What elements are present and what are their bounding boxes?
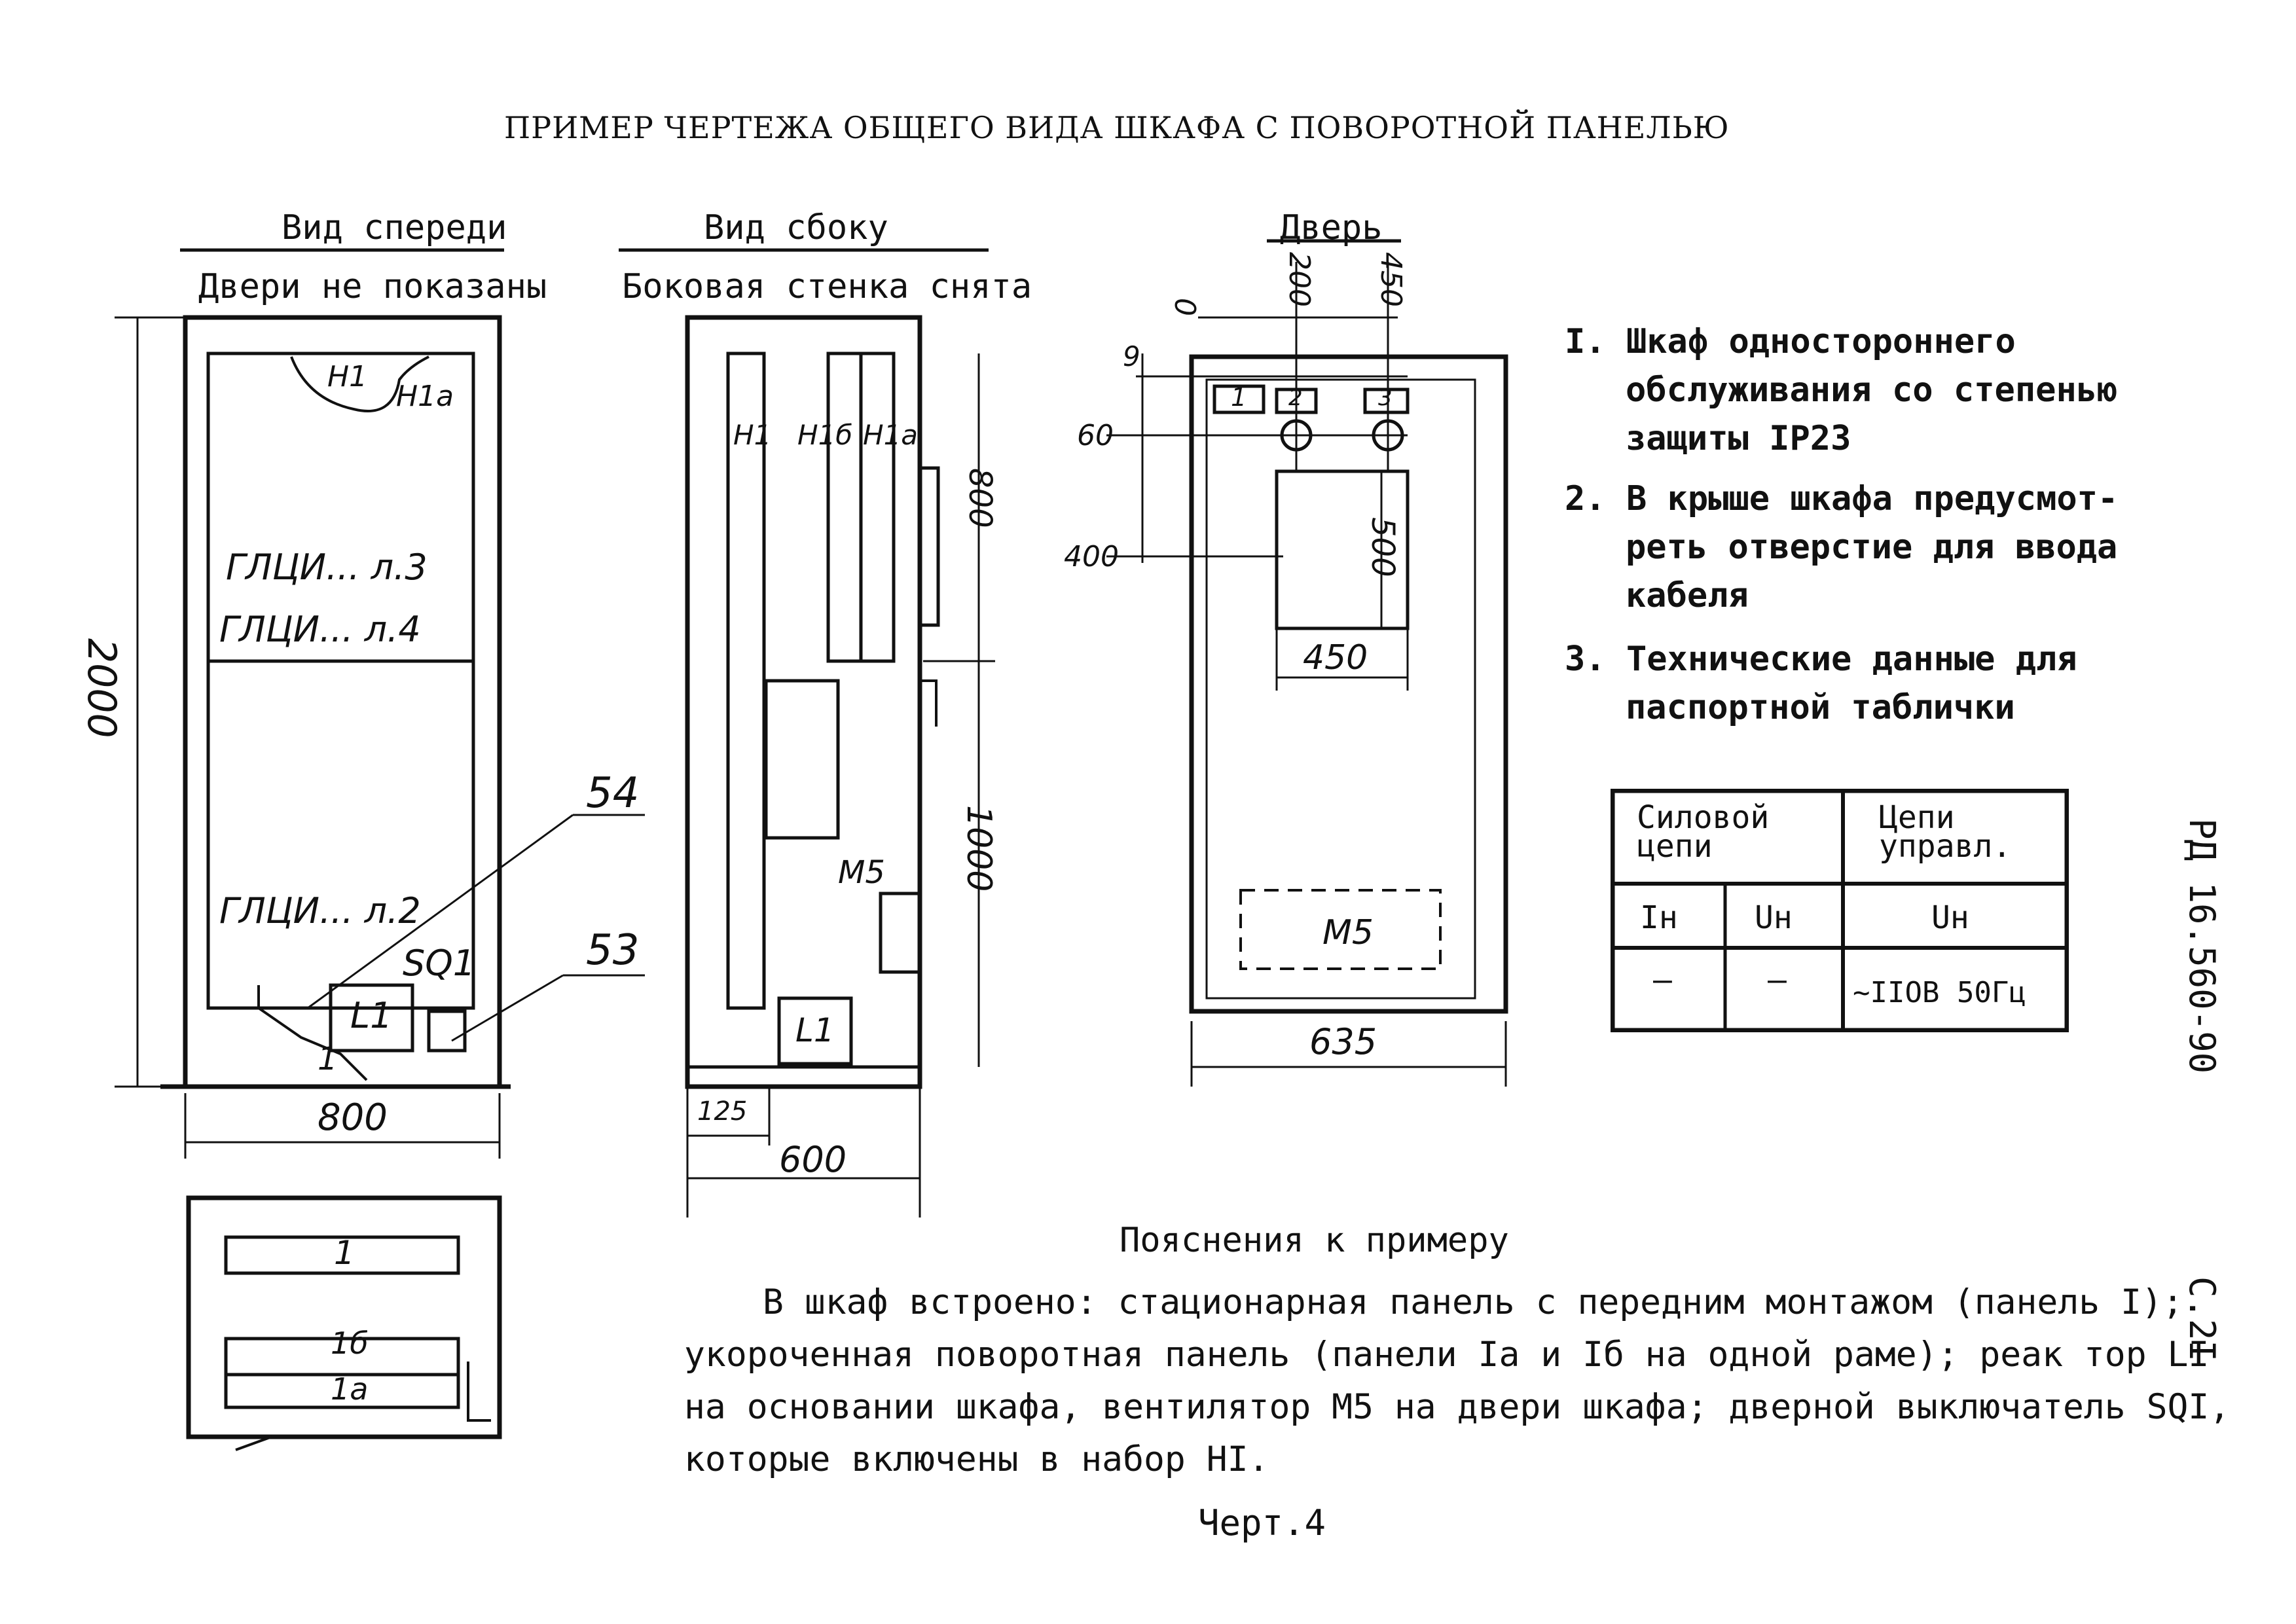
door-label-3: 3 bbox=[1378, 385, 1393, 411]
side-label-h1b: H1б bbox=[797, 419, 853, 451]
table-un-label: Uн bbox=[1755, 899, 1793, 936]
note-3-line-2: паспортной таблички bbox=[1626, 688, 2015, 727]
table-un-ctrl-label: Uн bbox=[1931, 899, 1969, 936]
side-view-subtitle: Боковая стенка снята bbox=[622, 267, 1032, 306]
callout-53: 53 bbox=[586, 926, 640, 975]
dim-front-height: 2000 bbox=[79, 638, 124, 738]
front-sq1-block bbox=[427, 1009, 467, 1053]
dim-door-450-top: 450 bbox=[1374, 252, 1408, 307]
table-un-value: — bbox=[1768, 962, 1787, 998]
explanation-line-2: укороченная поворотная панель (панели Iа… bbox=[684, 1335, 2210, 1375]
side-label-h1: H1 bbox=[733, 419, 772, 451]
door-m5-dashed bbox=[1239, 889, 1442, 970]
door-cutout-1 bbox=[1212, 384, 1266, 414]
door-outline bbox=[1189, 354, 1508, 1014]
front-label-h1: H1 bbox=[327, 360, 368, 393]
front-label-l1: L1 bbox=[350, 995, 393, 1036]
explanation-line-4: которые включены в набор HI. bbox=[684, 1439, 1269, 1479]
note-2-number: 2. bbox=[1565, 479, 1606, 518]
note-2-line-3: кабеля bbox=[1626, 576, 1749, 615]
dim-front-width: 800 bbox=[318, 1096, 388, 1139]
note-2-line-2: реть отверстие для ввода bbox=[1626, 528, 2118, 567]
note-3-line-1: Технические данные для bbox=[1626, 640, 2077, 679]
front-l1-block bbox=[329, 983, 414, 1053]
note-1-line-3: защиты IP23 bbox=[1626, 419, 1851, 458]
front-label-one: 1 bbox=[318, 1041, 338, 1077]
dim-door-0: 0 bbox=[1168, 298, 1201, 316]
front-inner-frame bbox=[206, 352, 475, 1010]
plan-label-1a: 1а bbox=[331, 1371, 369, 1407]
side-label-l1: L1 bbox=[795, 1011, 835, 1049]
note-3: 3. Технические данные для паспортной таб… bbox=[1565, 635, 2077, 732]
door-label-1: 1 bbox=[1231, 383, 1247, 412]
front-view-subtitle: Двери не показаны bbox=[198, 267, 547, 306]
figure-caption: Черт.4 bbox=[1198, 1502, 1326, 1543]
plan-panel-1 bbox=[224, 1235, 460, 1275]
front-label-glci4: ГЛЦИ... л.4 bbox=[219, 609, 421, 650]
table-in-label: Iн bbox=[1640, 899, 1678, 936]
explanation-line-1: В шкаф встроено: стационарная панель с п… bbox=[763, 1282, 2183, 1322]
note-2: 2. В крыше шкафа предусмот- реть отверст… bbox=[1565, 475, 2118, 620]
side-h1b-panel bbox=[826, 352, 863, 663]
note-1-number: I. bbox=[1565, 322, 1606, 361]
dim-door-9: 9 bbox=[1123, 340, 1140, 372]
dim-door-60: 60 bbox=[1077, 419, 1114, 452]
page-number: С.2I bbox=[2181, 1276, 2223, 1362]
front-label-glci2: ГЛЦИ... л.2 bbox=[219, 890, 421, 931]
callout-54: 54 bbox=[586, 769, 640, 818]
front-label-h1a: H1a bbox=[396, 380, 454, 413]
side-view-heading: Вид сбоку bbox=[704, 208, 888, 247]
side-l1-block bbox=[777, 996, 853, 1066]
front-view-heading: Вид спереди bbox=[282, 208, 507, 247]
dim-door-450: 450 bbox=[1303, 638, 1368, 677]
dim-side-600: 600 bbox=[779, 1139, 847, 1180]
table-control-header: Цепи управл. bbox=[1879, 799, 2012, 865]
table-power-header: Силовой цепи bbox=[1637, 799, 1770, 865]
dim-side-800: 800 bbox=[962, 468, 998, 528]
side-h1-panel bbox=[726, 352, 766, 1010]
side-m5-block bbox=[764, 679, 840, 840]
dim-door-635: 635 bbox=[1309, 1021, 1377, 1062]
front-label-glci3: ГЛЦИ... л.3 bbox=[226, 547, 428, 588]
table-ctrl-value: ~IIОВ 50Гц bbox=[1853, 976, 2026, 1009]
note-3-number: 3. bbox=[1565, 640, 1606, 679]
plan-outline bbox=[186, 1195, 502, 1439]
side-label-h1a: H1a bbox=[863, 419, 919, 451]
door-cutout-3 bbox=[1363, 388, 1410, 414]
plan-label-1b: 1б bbox=[331, 1326, 369, 1361]
explanation-line-3: на основании шкафа, вентилятор М5 на две… bbox=[684, 1387, 2231, 1427]
plan-panel-1a bbox=[224, 1373, 460, 1409]
nameplate-table: Силовой цепи Цепи управл. Iн Uн Uн — — ~… bbox=[1611, 789, 2069, 1032]
page-title: ПРИМЕР ЧЕРТЕЖА ОБЩЕГО ВИДА ШКАФА С ПОВОР… bbox=[504, 110, 1730, 145]
explanation-heading: Пояснения к примеру bbox=[1120, 1221, 1509, 1260]
side-cabinet-outline bbox=[685, 315, 922, 1089]
dim-door-200: 200 bbox=[1283, 252, 1316, 307]
door-label-2: 2 bbox=[1288, 385, 1303, 411]
dim-door-500: 500 bbox=[1364, 517, 1401, 577]
dim-side-1000: 1000 bbox=[959, 805, 998, 892]
note-1: I. Шкаф одностороннего обслуживания со с… bbox=[1565, 317, 2117, 463]
dim-door-400: 400 bbox=[1064, 540, 1119, 573]
note-1-line-2: обслуживания со степенью bbox=[1626, 370, 2118, 410]
door-inner-line bbox=[1205, 378, 1476, 1000]
doc-number: РД 16.560-90 bbox=[2181, 818, 2223, 1074]
note-1-line-1: Шкаф одностороннего bbox=[1626, 322, 2016, 361]
side-h1a-panel bbox=[859, 352, 896, 663]
dim-side-125: 125 bbox=[697, 1096, 748, 1127]
front-label-sq1: SQ1 bbox=[403, 943, 476, 984]
table-in-value: — bbox=[1653, 962, 1672, 998]
note-2-line-1: В крыше шкафа предусмот- bbox=[1626, 479, 2119, 518]
door-label-m5: M5 bbox=[1322, 913, 1374, 952]
side-label-m5: M5 bbox=[838, 854, 885, 891]
plan-label-1: 1 bbox=[334, 1234, 355, 1272]
door-fan-cutout bbox=[1275, 469, 1410, 630]
